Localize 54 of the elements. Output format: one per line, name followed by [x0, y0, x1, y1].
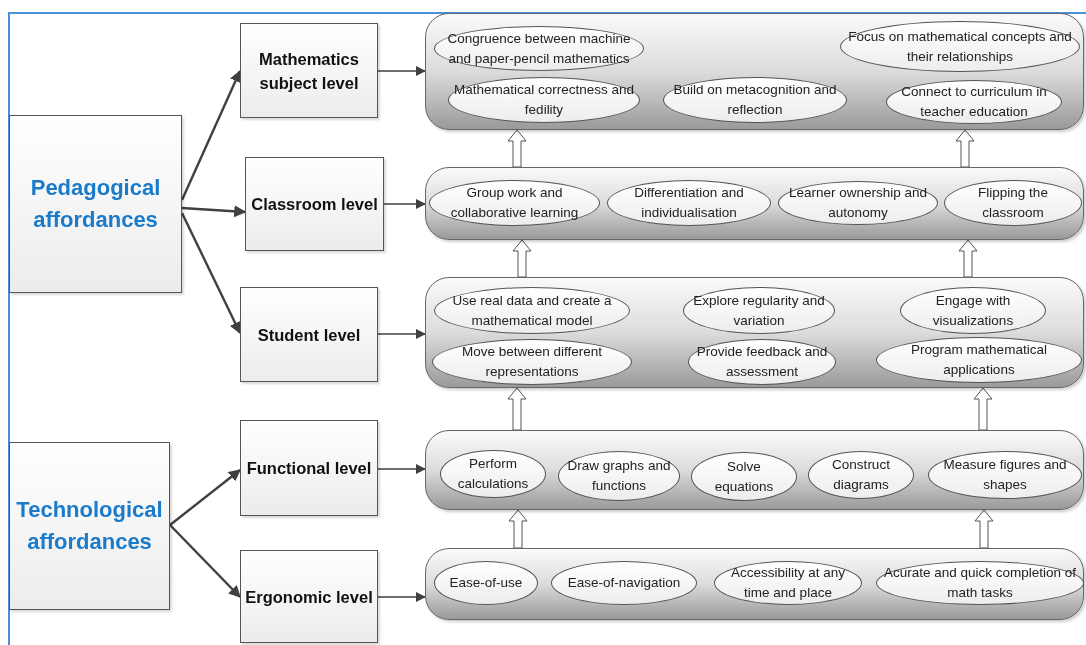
arrow [377, 463, 427, 475]
arrow [181, 205, 247, 218]
affordance-pill: Perform calculations [440, 450, 546, 498]
level-box: Mathematics subject level [240, 23, 378, 118]
affordance-panel [425, 548, 1084, 620]
category-box: Technological affordances [9, 442, 170, 610]
affordance-pill: Draw graphs and functions [558, 451, 680, 501]
affordance-pill: Provide feedback and assessment [688, 339, 836, 385]
arrow [169, 524, 241, 598]
affordance-pill: Accessibility at any time and place [714, 561, 862, 605]
hollow-arrow [955, 129, 975, 168]
level-box: Ergonomic level [240, 550, 378, 643]
hollow-arrow [958, 239, 978, 278]
affordance-panel [425, 13, 1084, 130]
arrow [180, 212, 242, 335]
affordance-pill: Acurate and quick completion of math tasks [876, 561, 1084, 605]
affordance-pill: Measure figures and shapes [928, 451, 1082, 499]
hollow-arrow [508, 509, 528, 549]
affordance-pill: Focus on mathematical concepts and their relationships [840, 21, 1080, 72]
affordance-pill: Program mathematical applications [876, 337, 1082, 383]
affordance-pill: Solve equations [691, 452, 797, 501]
affordance-panel [425, 430, 1084, 510]
affordance-pill: Engage with visualizations [900, 287, 1046, 334]
affordance-pill: Move between different representations [432, 339, 632, 385]
affordance-pill: Construct diagrams [808, 451, 914, 499]
arrow [377, 328, 427, 340]
affordance-pill: Ease-of-use [434, 561, 538, 605]
affordance-panel [425, 277, 1084, 388]
hollow-arrow [974, 509, 994, 549]
affordance-pill: Flipping the classroom [944, 180, 1082, 226]
level-box: Functional level [240, 420, 378, 516]
arrow [377, 65, 427, 77]
affordance-pill: Mathematical correctness and fedility [448, 77, 640, 123]
hollow-arrow [507, 387, 527, 431]
arrow [180, 69, 242, 201]
affordance-pill: Congruence between machine and paper-pencil mathematics [434, 26, 644, 71]
arrow [169, 469, 241, 526]
affordance-panel [425, 167, 1084, 240]
arrow [377, 591, 427, 603]
affordance-pill: Group work and collaborative learning [429, 180, 600, 226]
affordance-pill: Build on metacognition and reflection [663, 77, 847, 123]
hollow-arrow [507, 129, 527, 168]
affordance-pill: Ease-of-navigation [551, 561, 697, 605]
level-box: Classroom level [245, 157, 384, 251]
affordance-pill: Connect to curriculum in teacher education [886, 80, 1062, 124]
affordance-pill: Learner ownership and autonomy [778, 181, 938, 225]
hollow-arrow [973, 387, 993, 431]
affordance-pill: Explore regularity and variation [683, 287, 835, 334]
level-box: Student level [240, 287, 378, 382]
affordance-pill: Use real data and create a mathematical model [434, 287, 630, 334]
hollow-arrow [512, 239, 532, 278]
category-box: Pedagogical affordances [9, 115, 182, 293]
affordance-pill: Differentiation and individualisation [607, 180, 771, 226]
arrow [383, 198, 427, 210]
